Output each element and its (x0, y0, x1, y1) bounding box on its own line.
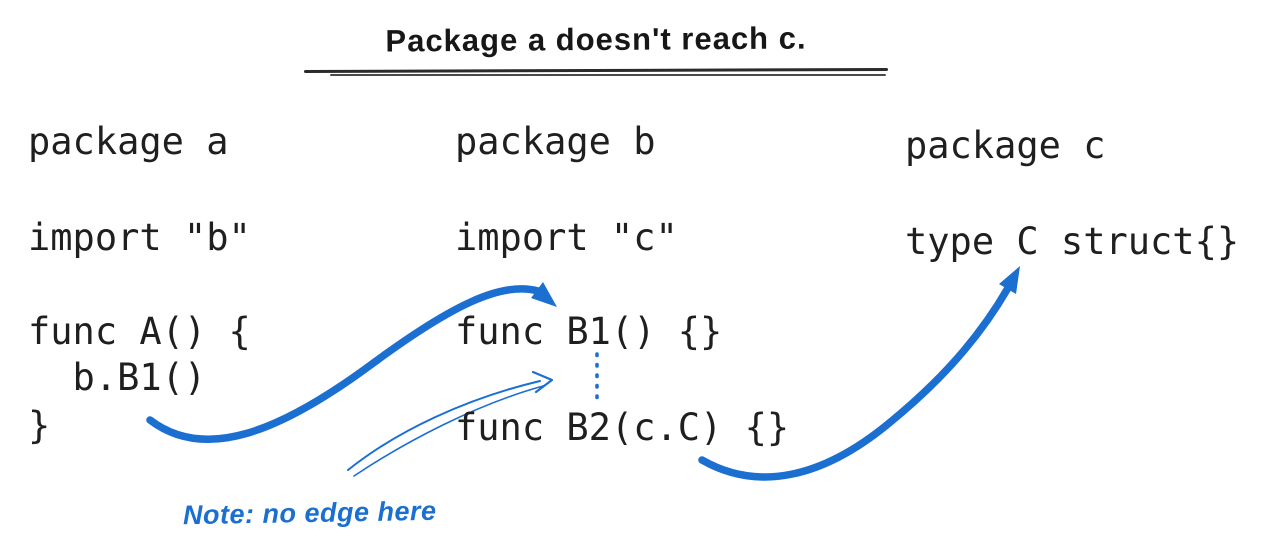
package-c-type-struct: type C struct{} (905, 220, 1240, 263)
title-underline-secondary (330, 74, 886, 76)
package-a-call-b1: b.B1() (28, 356, 207, 399)
package-b-declaration: package b (455, 120, 656, 163)
package-b-func-b2: func B2(c.C) {} (455, 406, 790, 449)
package-a-func-open: func A() { (28, 310, 251, 353)
note-no-edge: Note: no edge here (182, 495, 437, 531)
package-c-declaration: package c (905, 124, 1106, 167)
package-b-func-b1: func B1() {} (455, 310, 723, 353)
diagram-title: Package a doesn't reach c. (385, 20, 807, 59)
package-a-import: import "b" (28, 216, 251, 259)
package-b-import: import "c" (455, 216, 678, 259)
title-underline (303, 67, 889, 74)
package-a-func-close: } (28, 404, 51, 447)
package-a-declaration: package a (28, 120, 229, 163)
